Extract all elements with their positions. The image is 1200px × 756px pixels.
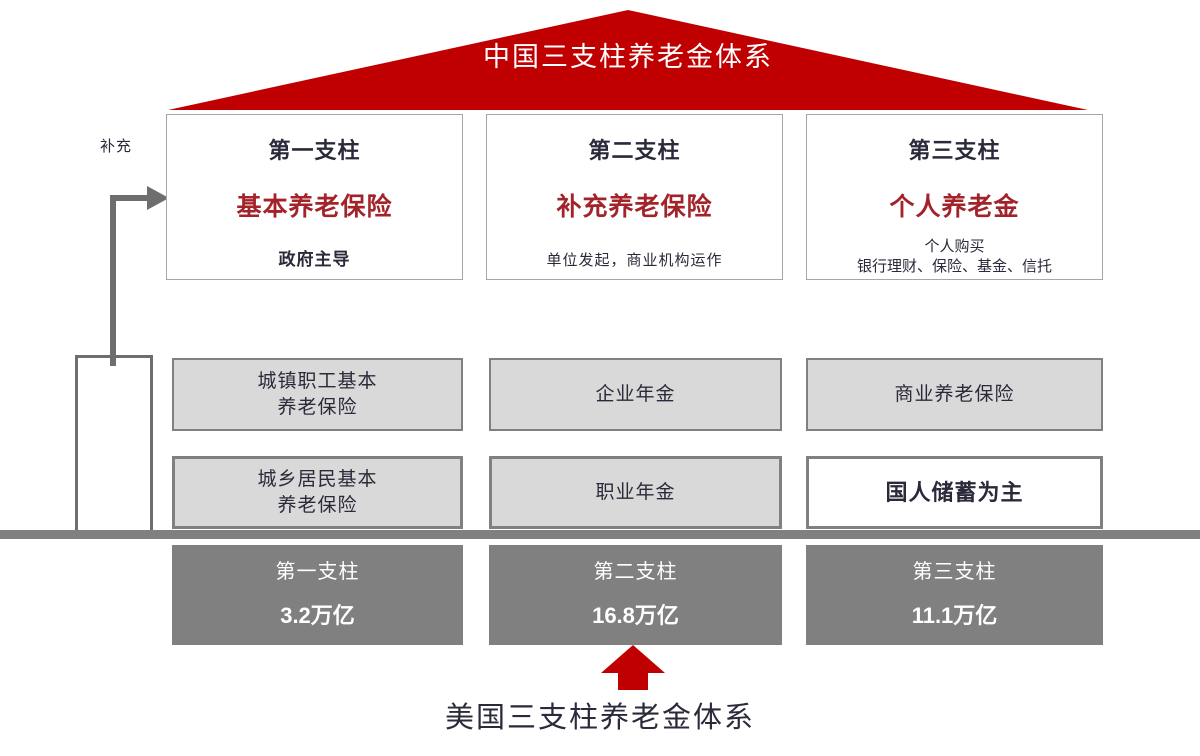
total-1-title: 第一支柱 bbox=[275, 561, 360, 583]
component-r2c3-line1: 国人储蓄为主 bbox=[885, 479, 1024, 505]
component-box-r1c2[interactable]: 企业年金 bbox=[489, 358, 782, 431]
supplement-label: 补充 bbox=[100, 139, 133, 155]
component-text-r1c1: 城镇职工基本 养老保险 bbox=[257, 369, 377, 419]
component-text-r1c3: 商业养老保险 bbox=[894, 382, 1014, 407]
component-r1c2-line1: 企业年金 bbox=[595, 383, 676, 405]
up-arrow-icon bbox=[601, 645, 665, 690]
pillar-box-1[interactable]: 第一支柱 基本养老保险 政府主导 bbox=[166, 114, 463, 280]
component-box-r1c1[interactable]: 城镇职工基本 养老保险 bbox=[172, 358, 463, 431]
component-box-r2c2[interactable]: 职业年金 bbox=[489, 456, 782, 529]
pillar-1-sub: 政府主导 bbox=[278, 250, 351, 269]
total-2-title: 第二支柱 bbox=[593, 561, 678, 583]
pillar-box-3[interactable]: 第三支柱 个人养老金 个人购买 银行理财、保险、基金、信托 bbox=[806, 114, 1103, 280]
total-box-1[interactable]: 第一支柱 3.2万亿 bbox=[172, 545, 463, 645]
component-r2c1-line1: 城乡居民基本 bbox=[257, 469, 378, 491]
pillar-1-title: 第一支柱 bbox=[268, 138, 361, 163]
supplement-arrow-icon bbox=[95, 186, 175, 366]
total-1-value: 3.2万亿 bbox=[280, 603, 355, 628]
component-text-r2c1: 城乡居民基本 养老保险 bbox=[257, 467, 377, 517]
total-box-2[interactable]: 第二支柱 16.8万亿 bbox=[489, 545, 782, 645]
pillar-2-main: 补充养老保险 bbox=[556, 194, 713, 221]
total-box-3[interactable]: 第三支柱 11.1万亿 bbox=[806, 545, 1103, 645]
component-r1c1-line2: 养老保险 bbox=[277, 396, 358, 418]
pillar-3-title: 第三支柱 bbox=[908, 138, 1001, 163]
component-r2c1-line2: 养老保险 bbox=[277, 494, 358, 516]
pillar-3-sub-line1: 个人购买 bbox=[924, 239, 985, 255]
pillar-1-main: 基本养老保险 bbox=[236, 194, 393, 221]
bottom-caption: 美国三支柱养老金体系 bbox=[444, 702, 755, 734]
component-text-r2c3: 国人储蓄为主 bbox=[885, 478, 1023, 507]
component-text-r2c2: 职业年金 bbox=[595, 480, 675, 505]
component-r1c1-line1: 城镇职工基本 bbox=[257, 371, 378, 393]
pillar-2-sub: 单位发起，商业机构运作 bbox=[546, 253, 723, 269]
component-r1c3-line1: 商业养老保险 bbox=[894, 383, 1015, 405]
component-text-r1c2: 企业年金 bbox=[595, 382, 675, 407]
component-r2c2-line1: 职业年金 bbox=[595, 481, 676, 503]
total-3-value: 11.1万亿 bbox=[911, 603, 998, 628]
pillar-2-title: 第二支柱 bbox=[588, 138, 681, 163]
roof-triangle bbox=[168, 10, 1088, 110]
pillar-3-sub: 个人购买 银行理财、保险、基金、信托 bbox=[857, 237, 1052, 278]
pillar-3-sub-line2: 银行理财、保险、基金、信托 bbox=[856, 259, 1052, 276]
total-2-value: 16.8万亿 bbox=[592, 603, 679, 628]
component-box-r2c1[interactable]: 城乡居民基本 养老保险 bbox=[172, 456, 463, 529]
total-3-title: 第三支柱 bbox=[912, 561, 997, 583]
pillar-3-main: 个人养老金 bbox=[889, 194, 1020, 221]
ground-line bbox=[0, 530, 1200, 539]
pillar-box-2[interactable]: 第二支柱 补充养老保险 单位发起，商业机构运作 bbox=[486, 114, 783, 280]
component-box-r1c3[interactable]: 商业养老保险 bbox=[806, 358, 1103, 431]
supplement-box bbox=[75, 355, 153, 535]
component-box-r2c3[interactable]: 国人储蓄为主 bbox=[806, 456, 1103, 529]
